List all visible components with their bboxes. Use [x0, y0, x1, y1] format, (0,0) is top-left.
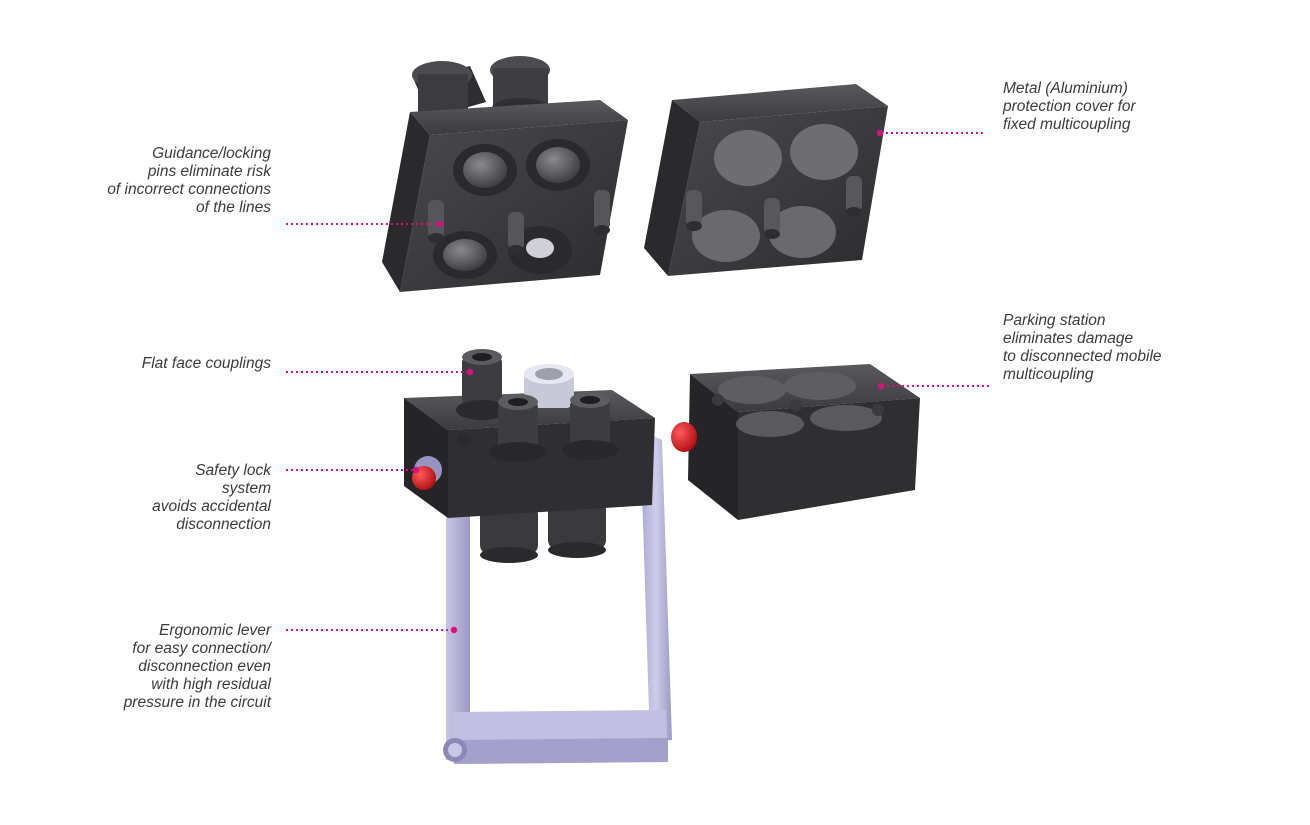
callout-line: Flat face couplings	[141, 355, 271, 372]
parking-socket	[736, 411, 804, 437]
parking-socket	[718, 376, 786, 404]
parking-socket	[784, 372, 856, 400]
coupling-socket	[526, 139, 590, 191]
flat-face-coupling	[456, 349, 508, 420]
callout-line: of incorrect connections	[107, 181, 271, 198]
leader-lines	[286, 132, 990, 631]
callout-metal-cover: Metal (Aluminium) protection cover for f…	[1003, 80, 1136, 134]
parking-station-illustration	[671, 364, 920, 520]
callout-line: Guidance/locking	[152, 145, 271, 162]
callout-parking: Parking station eliminates damage to dis…	[1003, 312, 1162, 384]
callout-line: Safety lock	[195, 462, 271, 479]
guidance-pin	[594, 190, 610, 235]
flat-face-coupling	[562, 392, 618, 460]
mobile-multicoupling-illustration	[404, 349, 672, 764]
callout-line: multicoupling	[1003, 366, 1094, 383]
cover-cup	[768, 206, 836, 258]
guidance-pin	[846, 176, 862, 217]
coupling-socket	[453, 144, 517, 196]
callout-line: disconnection even	[138, 658, 271, 675]
guidance-pin	[508, 212, 524, 255]
callout-line: pressure in the circuit	[123, 694, 271, 711]
leader-dots	[412, 129, 885, 634]
callout-line: disconnection	[176, 516, 271, 533]
rear-coupling	[548, 500, 606, 558]
parking-socket	[810, 405, 882, 431]
callout-line: protection cover for	[1003, 98, 1136, 115]
cover-cup	[692, 210, 760, 262]
cover-cup	[714, 130, 782, 186]
callout-line: for easy connection/	[132, 640, 271, 657]
callout-safety-lock: Safety lock system avoids accidental dis…	[152, 462, 271, 534]
callout-line: Ergonomic lever	[159, 622, 271, 639]
guidance-pin	[686, 190, 702, 231]
rear-coupling	[480, 505, 538, 563]
fixed-multicoupling-illustration	[382, 56, 628, 292]
callout-line: with high residual	[151, 676, 271, 693]
protection-cover-illustration	[644, 84, 888, 276]
parking-red-button	[671, 422, 697, 452]
callout-line: eliminates damage	[1003, 330, 1134, 347]
callout-line: Parking station	[1003, 312, 1106, 329]
callout-line: system	[221, 480, 271, 497]
coupling-socket	[433, 231, 497, 279]
flat-face-coupling	[490, 394, 546, 462]
cable-gland	[412, 61, 486, 118]
callout-flat-face: Flat face couplings	[142, 355, 271, 373]
callout-lever: Ergonomic lever for easy connection/ dis…	[124, 622, 271, 712]
callout-line: fixed multicoupling	[1003, 116, 1131, 133]
callout-line: pins eliminate risk	[147, 163, 271, 180]
callout-line: Metal (Aluminium)	[1003, 80, 1128, 97]
callout-line: avoids accidental	[152, 498, 271, 515]
callout-line: of the lines	[196, 199, 271, 216]
cover-cup	[790, 124, 858, 180]
callout-line: to disconnected mobile	[1003, 348, 1162, 365]
guidance-pin	[428, 200, 444, 243]
callout-guidance: Guidance/locking pins eliminate risk of …	[107, 145, 271, 217]
guidance-pin	[764, 198, 780, 239]
